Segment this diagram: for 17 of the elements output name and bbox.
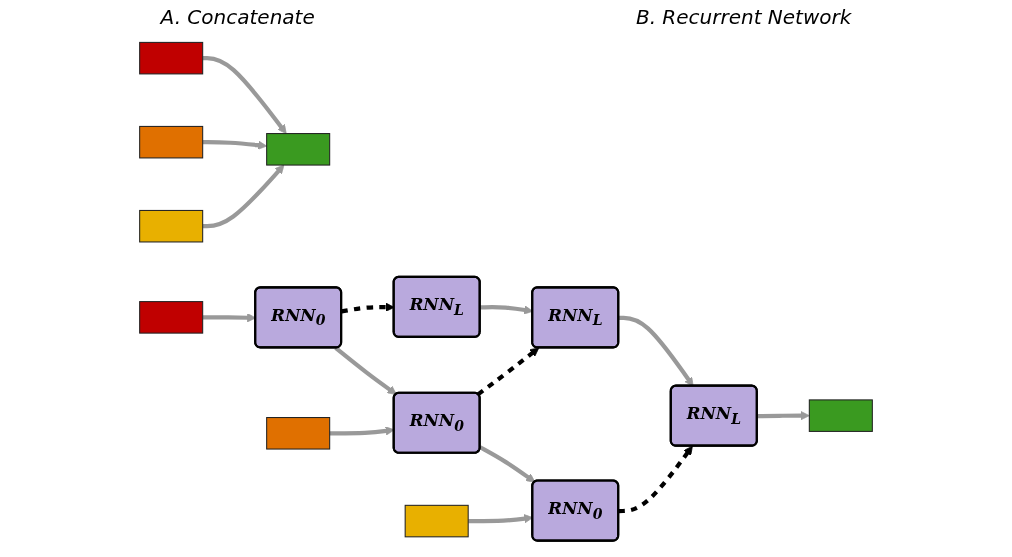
node-bar [139,41,204,75]
section-heading: A. Concatenate [160,5,315,29]
section-heading: B. Recurrent Network [635,5,852,29]
node-bar [404,504,469,538]
arrow [334,346,397,395]
node-bar [808,399,873,432]
arrow [476,347,540,396]
node-bar [139,125,204,159]
arrow [202,164,285,229]
node-bar [139,209,204,243]
node-bar [266,133,331,166]
node-bar [139,301,204,334]
arrow [479,445,536,483]
node-bar [266,417,331,450]
arrow [618,445,693,514]
arrow [757,411,810,421]
arrow [202,56,287,134]
